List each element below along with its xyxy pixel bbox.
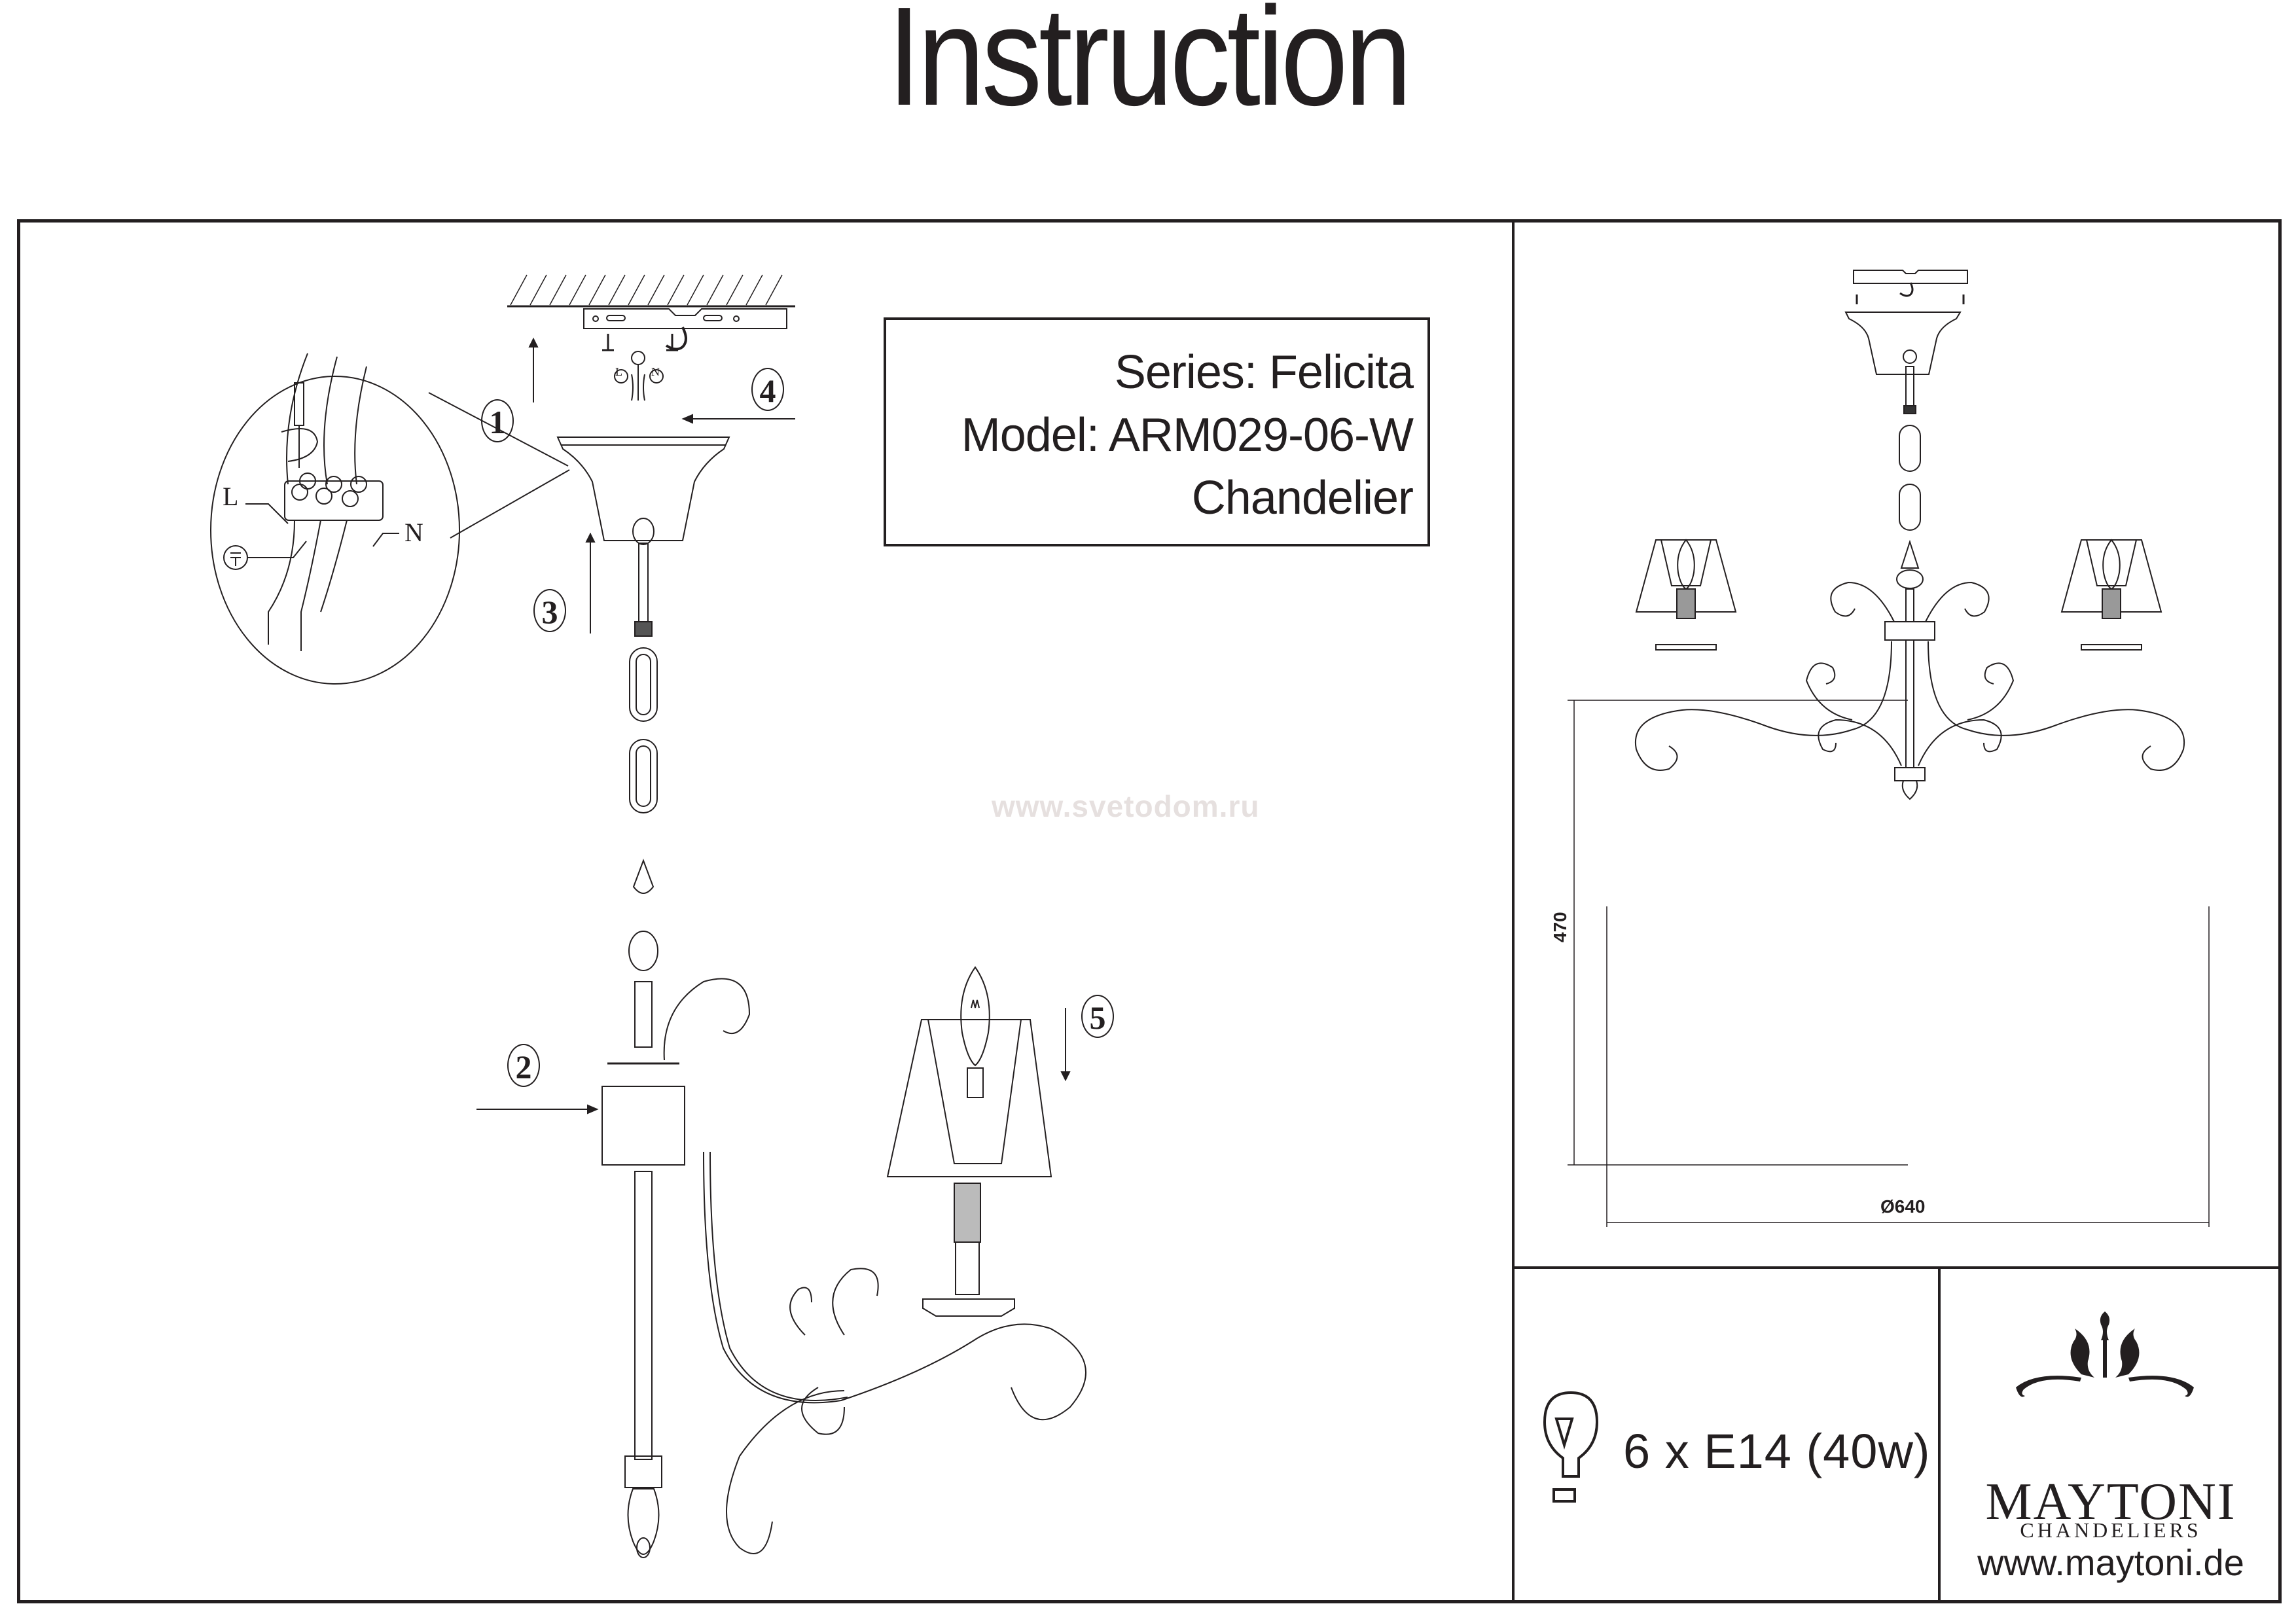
product-info-box: Series: Felicita Model: ARM029-06-W Chan…: [884, 317, 1430, 546]
ceiling-icon: [507, 275, 795, 306]
lamp-body: [602, 979, 749, 1558]
spec-logo-divider: [1938, 1266, 1941, 1603]
panel-divider-horizontal: [1512, 1266, 2282, 1269]
lampshade-icon: [888, 1020, 1051, 1177]
step-2-marker: 2: [507, 1044, 540, 1087]
brand-website-link[interactable]: www.maytoni.de: [1977, 1542, 2244, 1583]
screwdriver-icon: [295, 383, 304, 468]
brand-name: MAYTONI: [1985, 1473, 2236, 1531]
dimension-lines: [1568, 700, 2209, 1227]
watermark-text: www.svetodom.ru: [992, 789, 1260, 823]
arrow-icons: [476, 339, 1069, 1113]
live-wire-tag: L: [615, 365, 622, 378]
step-3-marker: 3: [533, 589, 566, 632]
height-dimension: 470: [1550, 912, 1570, 942]
model-label: Model: ARM029-06-W: [961, 409, 1414, 461]
step-4-marker: 4: [751, 368, 784, 411]
hook-icon: [666, 327, 686, 349]
chain-icon: [629, 543, 658, 971]
screw-icon: [602, 334, 678, 350]
arm-icon: [704, 1152, 1086, 1554]
panel-divider: [1512, 219, 1515, 1603]
rotate-arrow-icon: [281, 429, 317, 461]
supply-wires: [615, 351, 663, 401]
candle-socket-icon: [923, 1183, 1014, 1316]
instruction-frame: [17, 219, 2282, 1603]
wiring-detail: [211, 353, 459, 684]
series-label: Series: Felicita: [1114, 346, 1414, 399]
neutral-wire-label: N: [404, 518, 423, 547]
ceiling-plate-icon: [584, 309, 787, 329]
terminal-block-icon: [285, 473, 383, 520]
brand-subtitle: CHANDELIERS: [2020, 1518, 2202, 1542]
bulb-spec: 6 x E14 (40w): [1623, 1424, 1931, 1478]
candle-bulb-icon: [961, 967, 990, 1097]
diameter-dimension: Ø640: [1880, 1196, 1926, 1217]
live-wire-label: L: [223, 482, 239, 511]
light-bulb-icon: [1545, 1393, 1597, 1501]
neutral-wire-tag: N: [651, 365, 660, 378]
step-1-marker: 1: [481, 399, 514, 442]
maytoni-logo-icon: [2016, 1311, 2194, 1397]
overview-drawing: [1636, 270, 2184, 799]
step-5-marker: 5: [1081, 995, 1114, 1038]
canopy-icon: [558, 437, 729, 544]
page-title: Instruction: [887, 0, 1412, 135]
ground-symbol-icon: [224, 546, 247, 569]
product-type-label: Chandelier: [1191, 472, 1414, 524]
